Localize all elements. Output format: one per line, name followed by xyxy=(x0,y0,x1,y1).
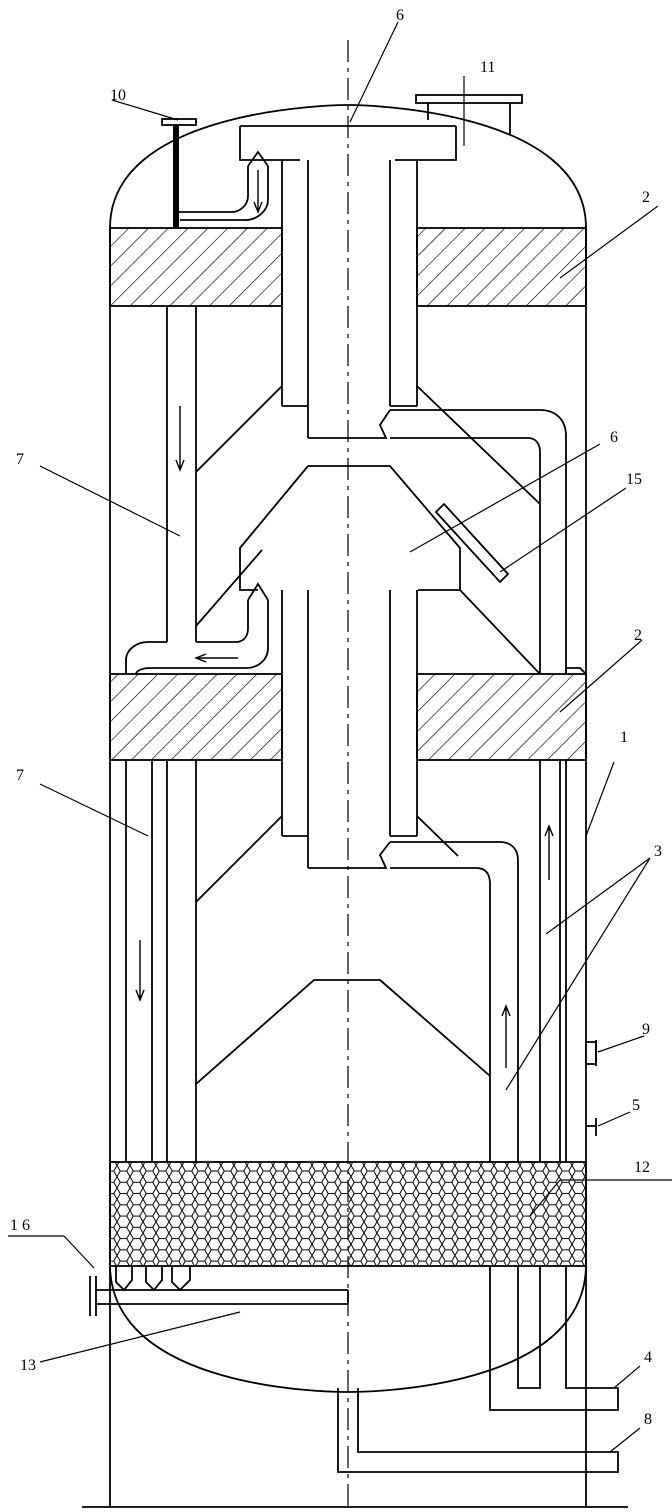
sight-glass xyxy=(434,502,510,584)
label-7-lower: 7 xyxy=(16,767,24,784)
upper-central-pipe xyxy=(281,160,418,439)
label-2-lower: 2 xyxy=(634,627,642,644)
label-12: 12 xyxy=(634,1159,650,1176)
label-6-top: 6 xyxy=(396,7,404,24)
leader-lines xyxy=(8,21,672,1453)
label-8: 8 xyxy=(644,1411,652,1428)
lower-diagonal-baffles xyxy=(195,815,491,1085)
flow-arrows xyxy=(135,170,554,1068)
lower-hatched-plate xyxy=(109,673,587,761)
upper-diagonal-baffles xyxy=(195,385,541,675)
honeycomb-bed xyxy=(109,1161,587,1267)
side-nozzle-5 xyxy=(586,1118,597,1136)
label-15: 15 xyxy=(626,471,642,488)
label-5: 5 xyxy=(632,1097,640,1114)
lower-riser-bend xyxy=(390,841,519,1162)
label-2-upper: 2 xyxy=(642,189,650,206)
label-11: 11 xyxy=(480,59,495,76)
label-9: 9 xyxy=(642,1021,650,1038)
bottom-inlet-pipe xyxy=(89,1266,349,1316)
label-4: 4 xyxy=(644,1349,652,1366)
label-7-upper: 7 xyxy=(16,451,24,468)
label-1: 1 xyxy=(620,729,628,746)
label-13: 13 xyxy=(20,1357,36,1374)
thermowell-nozzle-10 xyxy=(161,118,197,228)
bottom-outlet-pipes xyxy=(337,1266,619,1473)
top-flange-nozzle-11 xyxy=(415,94,523,134)
left-downcomer-lower xyxy=(125,760,197,1162)
label-16: 1 6 xyxy=(10,1217,30,1234)
label-3: 3 xyxy=(654,843,662,860)
upper-outlet-bend xyxy=(390,409,567,674)
left-downcomer-upper xyxy=(125,306,269,675)
right-riser-pipes xyxy=(539,667,587,1162)
top-feed-pipe xyxy=(175,150,269,221)
side-nozzle-9 xyxy=(585,1040,597,1066)
label-10: 10 xyxy=(110,87,126,104)
label-6-mid: 6 xyxy=(610,429,618,446)
upper-cone-distributor xyxy=(239,465,461,869)
part-labels: 6 10 11 2 7 6 15 2 1 7 3 9 5 12 1 6 13 4… xyxy=(10,7,662,1428)
